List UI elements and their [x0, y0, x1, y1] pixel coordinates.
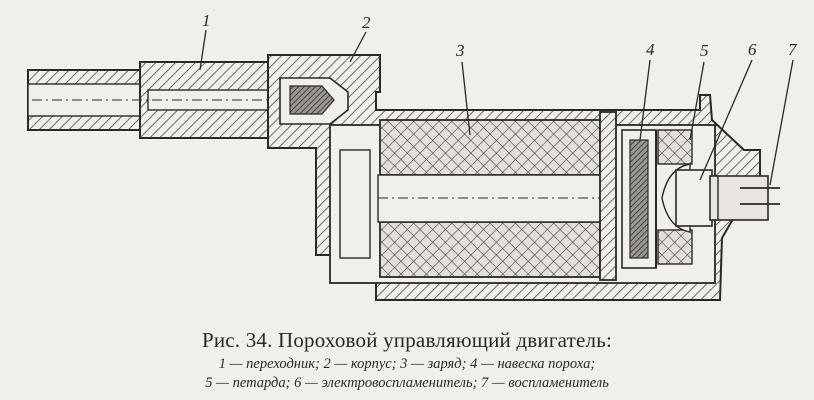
callout-labels: 1 2 3 4 5 6 7 [202, 11, 798, 60]
callout-3: 3 [455, 41, 465, 60]
callout-5: 5 [700, 41, 709, 60]
adapter-part [27, 61, 274, 139]
igniter-part [675, 169, 780, 227]
engine-drawing: 1 2 3 4 5 6 7 [27, 11, 798, 301]
callout-4: 4 [646, 40, 655, 59]
legend-line-2: 5 — петарда; 6 — электровоспламенитель; … [205, 375, 609, 391]
charge-part [377, 111, 617, 281]
callout-6: 6 [748, 40, 757, 59]
leader-lines [199, 29, 794, 186]
powder-charge-part [621, 129, 657, 269]
figure-caption: Рис. 34. Пороховой управляющий двигатель… [201, 328, 613, 352]
callout-2: 2 [362, 13, 371, 32]
legend-line-1: 1 — переходник; 2 — корпус; 3 — заряд; 4… [218, 356, 596, 372]
callout-7: 7 [788, 40, 798, 59]
callout-1: 1 [202, 11, 211, 30]
